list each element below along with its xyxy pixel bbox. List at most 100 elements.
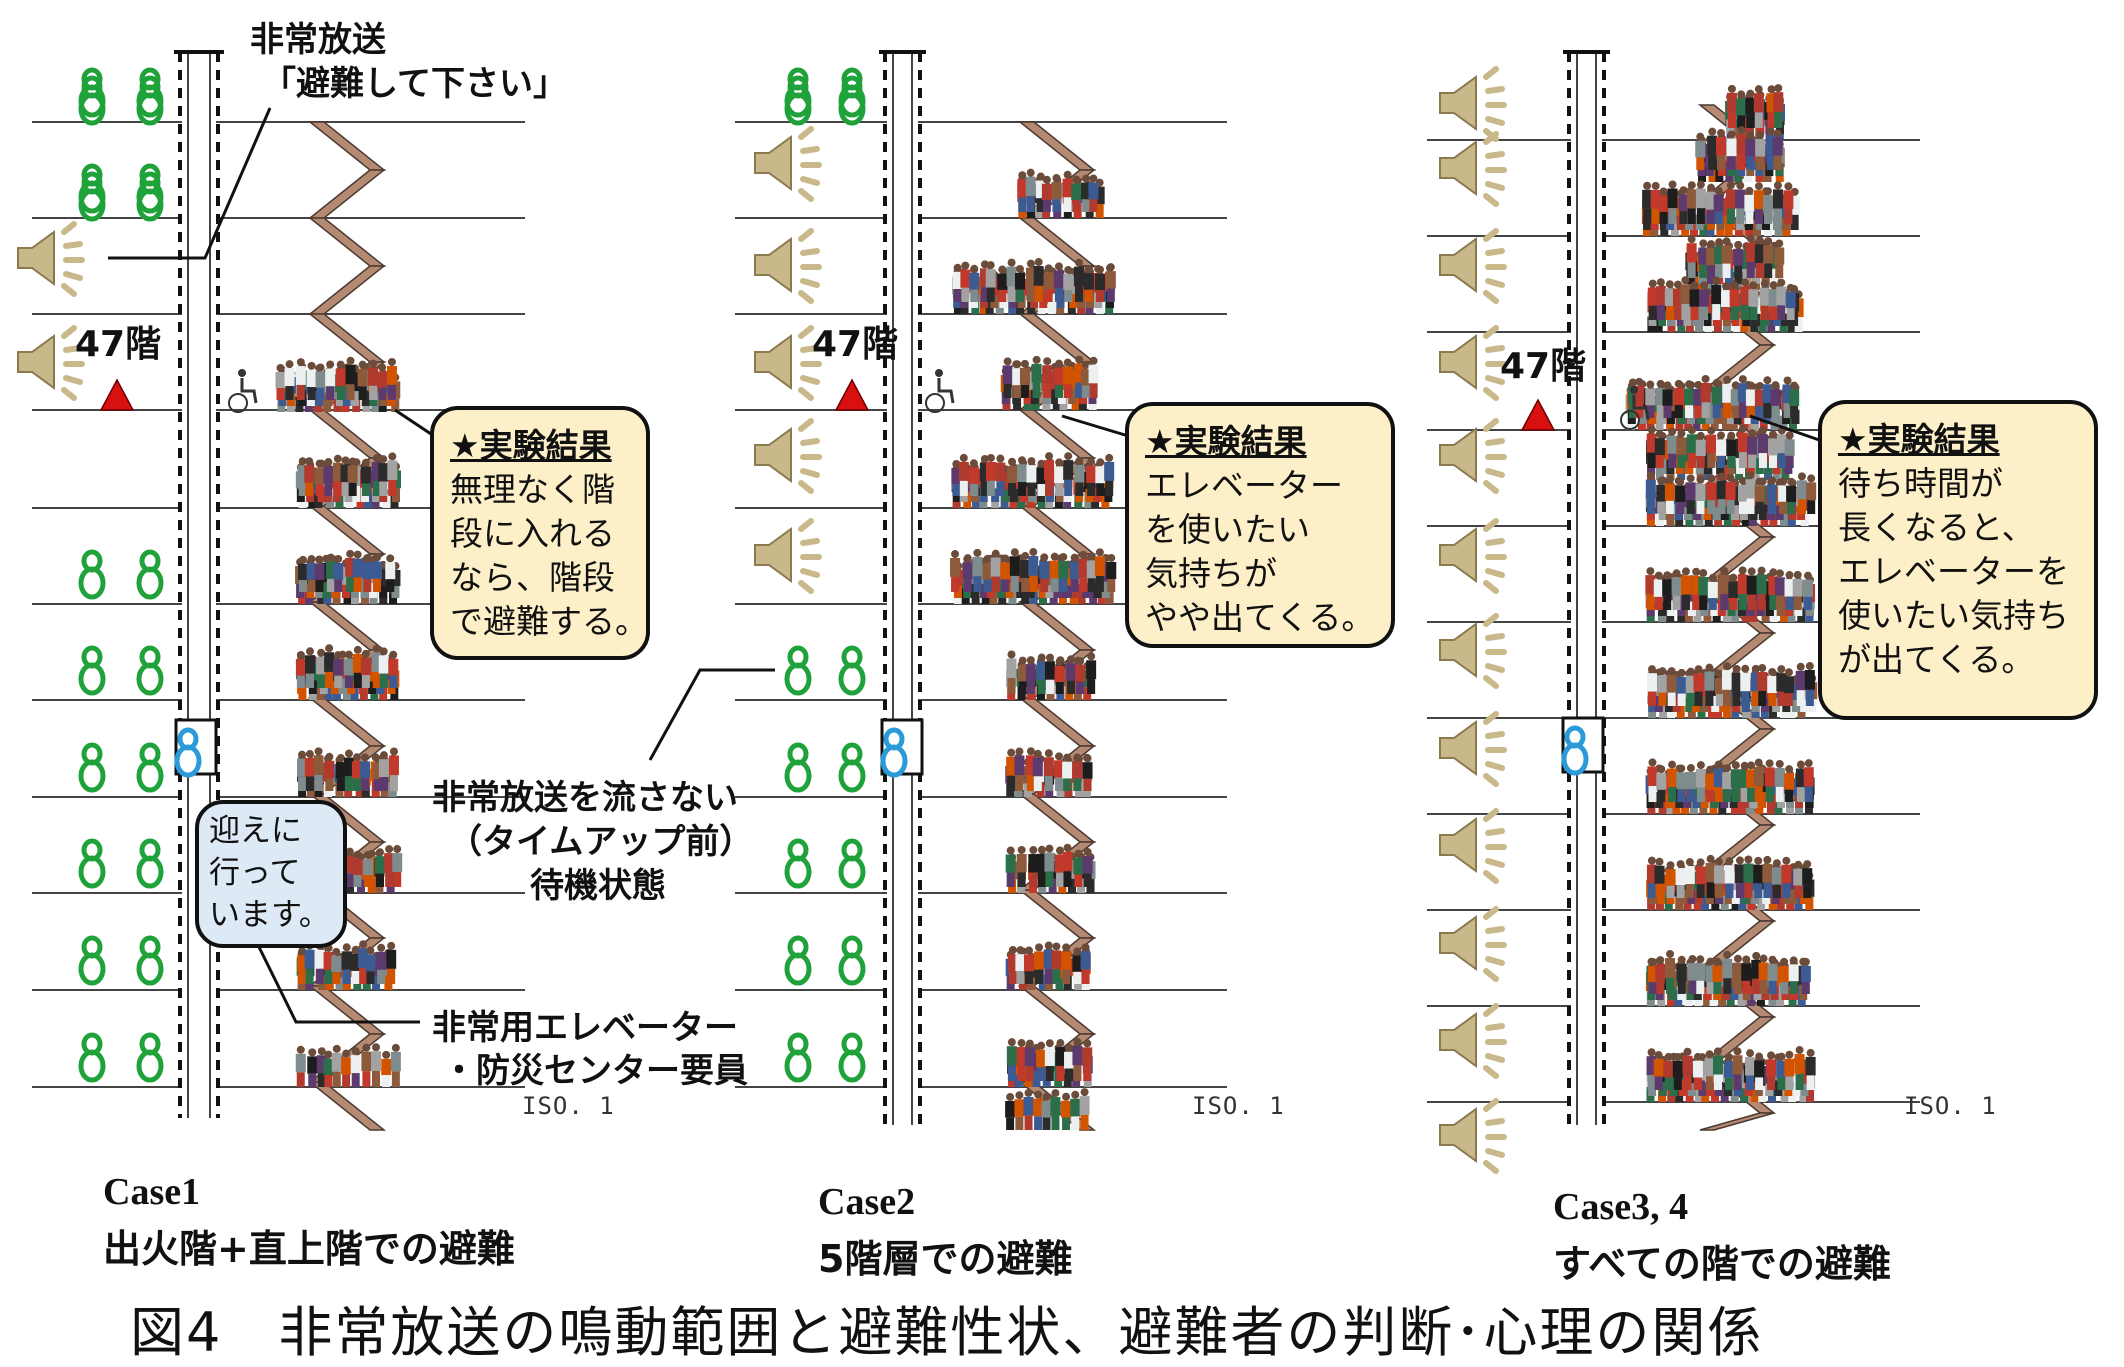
evacuee-figure [1094,548,1105,592]
evacuee-figure [1646,856,1657,898]
evacuee-figure [1755,130,1766,170]
result-line-2-4: やや出てくる。 [1145,598,1375,637]
evacuee-figure [1095,458,1106,496]
evacuee-figure [1006,258,1017,302]
pickup-callout: 迎えに 行って います。 [195,800,347,948]
evacuee-figure [304,750,315,791]
evacuee-figure [1695,132,1706,170]
evacuee-figure [1763,237,1774,278]
result-line-1-1: 無理なく階 [450,470,615,509]
evacuee-figure [1766,1051,1777,1090]
result-heading-3: ★実験結果 [1838,420,2000,459]
evacuee-figure [1691,567,1702,610]
evacuee-figure [1715,431,1726,468]
evacuee-figure [386,357,397,400]
evacuee-figure [1754,381,1765,418]
evacuee-figure [1671,569,1682,610]
evacuee-figure [1051,942,1062,984]
elevator-shaft [1563,50,1610,1125]
evacuee-figure [1783,668,1794,706]
evacuee-figure [1675,477,1686,514]
evacuee-figure [1731,664,1742,706]
evacuee-figure [1012,360,1023,398]
occupant-icon [784,1032,812,1083]
evacuee-crowd [295,1043,401,1087]
evacuee-figure [1736,126,1747,170]
evacuee-figure [392,845,403,887]
fire-floor-marker-icon [99,378,135,411]
evacuee-figure [1646,425,1657,468]
evacuee-figure [1079,1088,1090,1130]
evacuee-figure [1751,951,1762,994]
evacuee-figure [1733,240,1744,278]
evacuee-figure [352,645,363,688]
evacuee-figure [1006,748,1017,791]
evacuee-figure [1726,431,1737,468]
evacuee-figure [1064,1043,1075,1081]
result-line-3-4: 使いたい気持ち [1838,596,2069,635]
case-label-3: Case3, 4 [1553,1186,1689,1228]
evacuee-figure [352,550,363,592]
evacuee-figure [1714,669,1725,706]
evacuee-figure [1734,856,1745,898]
evacuee-figure [1036,653,1047,694]
evacuee-figure [1753,85,1764,128]
evacuee-figure [1062,753,1073,791]
evacuee-figure [1002,357,1013,398]
result-line-2-2: を使いたい [1145,510,1310,549]
evacuee-figure [335,754,346,791]
evacuee-crowd [1645,566,1816,622]
evacuee-figure [1695,431,1706,468]
occupant-icon [136,549,164,600]
evacuee-figure [1676,764,1687,802]
occupant-icon [784,75,812,126]
case-label-2: Case2 [818,1181,916,1223]
evacuee-figure [1074,355,1085,398]
evacuee-figure [341,943,352,984]
speaker-icon [1439,131,1507,207]
evacuee-figure [323,1050,334,1087]
fire-floor-label-1: 47階 [75,324,162,365]
evacuee-figure [1655,379,1666,418]
no-broadcast-note: （タイムアップ前） [448,822,754,862]
evacuee-figure [1721,282,1732,320]
evacuee-figure [1073,849,1084,887]
speaker-icon [1439,228,1507,304]
occupant-icon [78,838,106,889]
evacuee-figure [985,453,996,496]
evacuee-figure [360,753,371,791]
evacuee-figure [1043,264,1054,302]
evacuee-figure [378,751,389,791]
evacuee-figure [1695,858,1706,898]
evacuee-figure [1725,181,1736,224]
evacuee-figure [1792,570,1803,610]
evacuee-figure [275,363,286,400]
evacuee-figure [358,940,369,984]
evacuee-figure [1692,1052,1703,1090]
evacuee-crowd [1006,1037,1093,1087]
evacuee-figure [1086,652,1097,694]
evacuee-figure [1070,1090,1081,1130]
elevator-car-icon [1561,716,1605,776]
evacuee-figure [1647,279,1658,320]
evacuee-figure [1784,431,1795,468]
evacuee-figure [1746,761,1757,802]
evacuee-figure [1706,240,1717,278]
evacuee-figure [1005,846,1016,887]
occupant-icon [136,935,164,986]
evacuee-figure [1722,764,1733,802]
evacuee-figure [1654,857,1665,898]
evacuee-figure [1044,844,1055,887]
evacuee-figure [969,264,980,302]
evacuee-figure [1684,858,1695,898]
occupant-icon [136,645,164,696]
case-label-1: Case1 [103,1171,201,1213]
evacuee-figure [371,1043,382,1087]
evacuee-figure [1014,1091,1025,1130]
evacuee-figure [1770,381,1781,418]
evacuee-figure [1676,955,1687,994]
evacuee-figure [1665,950,1676,994]
evacuee-figure [1646,665,1657,706]
evacuee-figure [1014,747,1025,791]
evacuee-figure [323,458,334,496]
